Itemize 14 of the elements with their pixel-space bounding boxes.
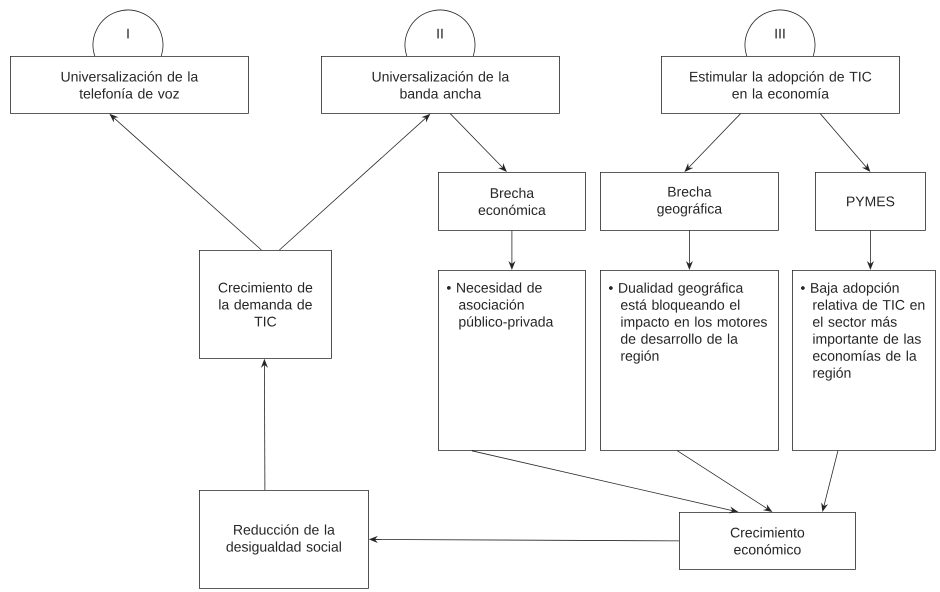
process-box: Crecimiento de la demanda de TIC (199, 250, 332, 359)
process-box: Reducción de la desigualdad social (199, 490, 369, 589)
bullet-box: • Dualidad geográfica está bloqueando el impacto en los motores de desarrollo de la región (600, 270, 779, 451)
process-box: Crecimiento económico (679, 512, 856, 570)
process-box: Estimular la adopción de TIC en la economía (661, 56, 900, 114)
process-box: PYMES (815, 172, 926, 231)
process-box: Universalización de la banda ancha (321, 56, 560, 114)
process-box: Brecha económica (438, 172, 586, 231)
process-box: Brecha geográfica (600, 172, 779, 231)
bullet-box: • Necesidad de asociación público-privada (438, 270, 586, 451)
arrow (450, 113, 507, 172)
arrow (820, 113, 870, 172)
process-box: Universalización de la telefonía de voz (10, 56, 249, 114)
bullet-box: • Baja adopción relativa de TIC en el sector más importante de las economías de la región (792, 270, 936, 451)
